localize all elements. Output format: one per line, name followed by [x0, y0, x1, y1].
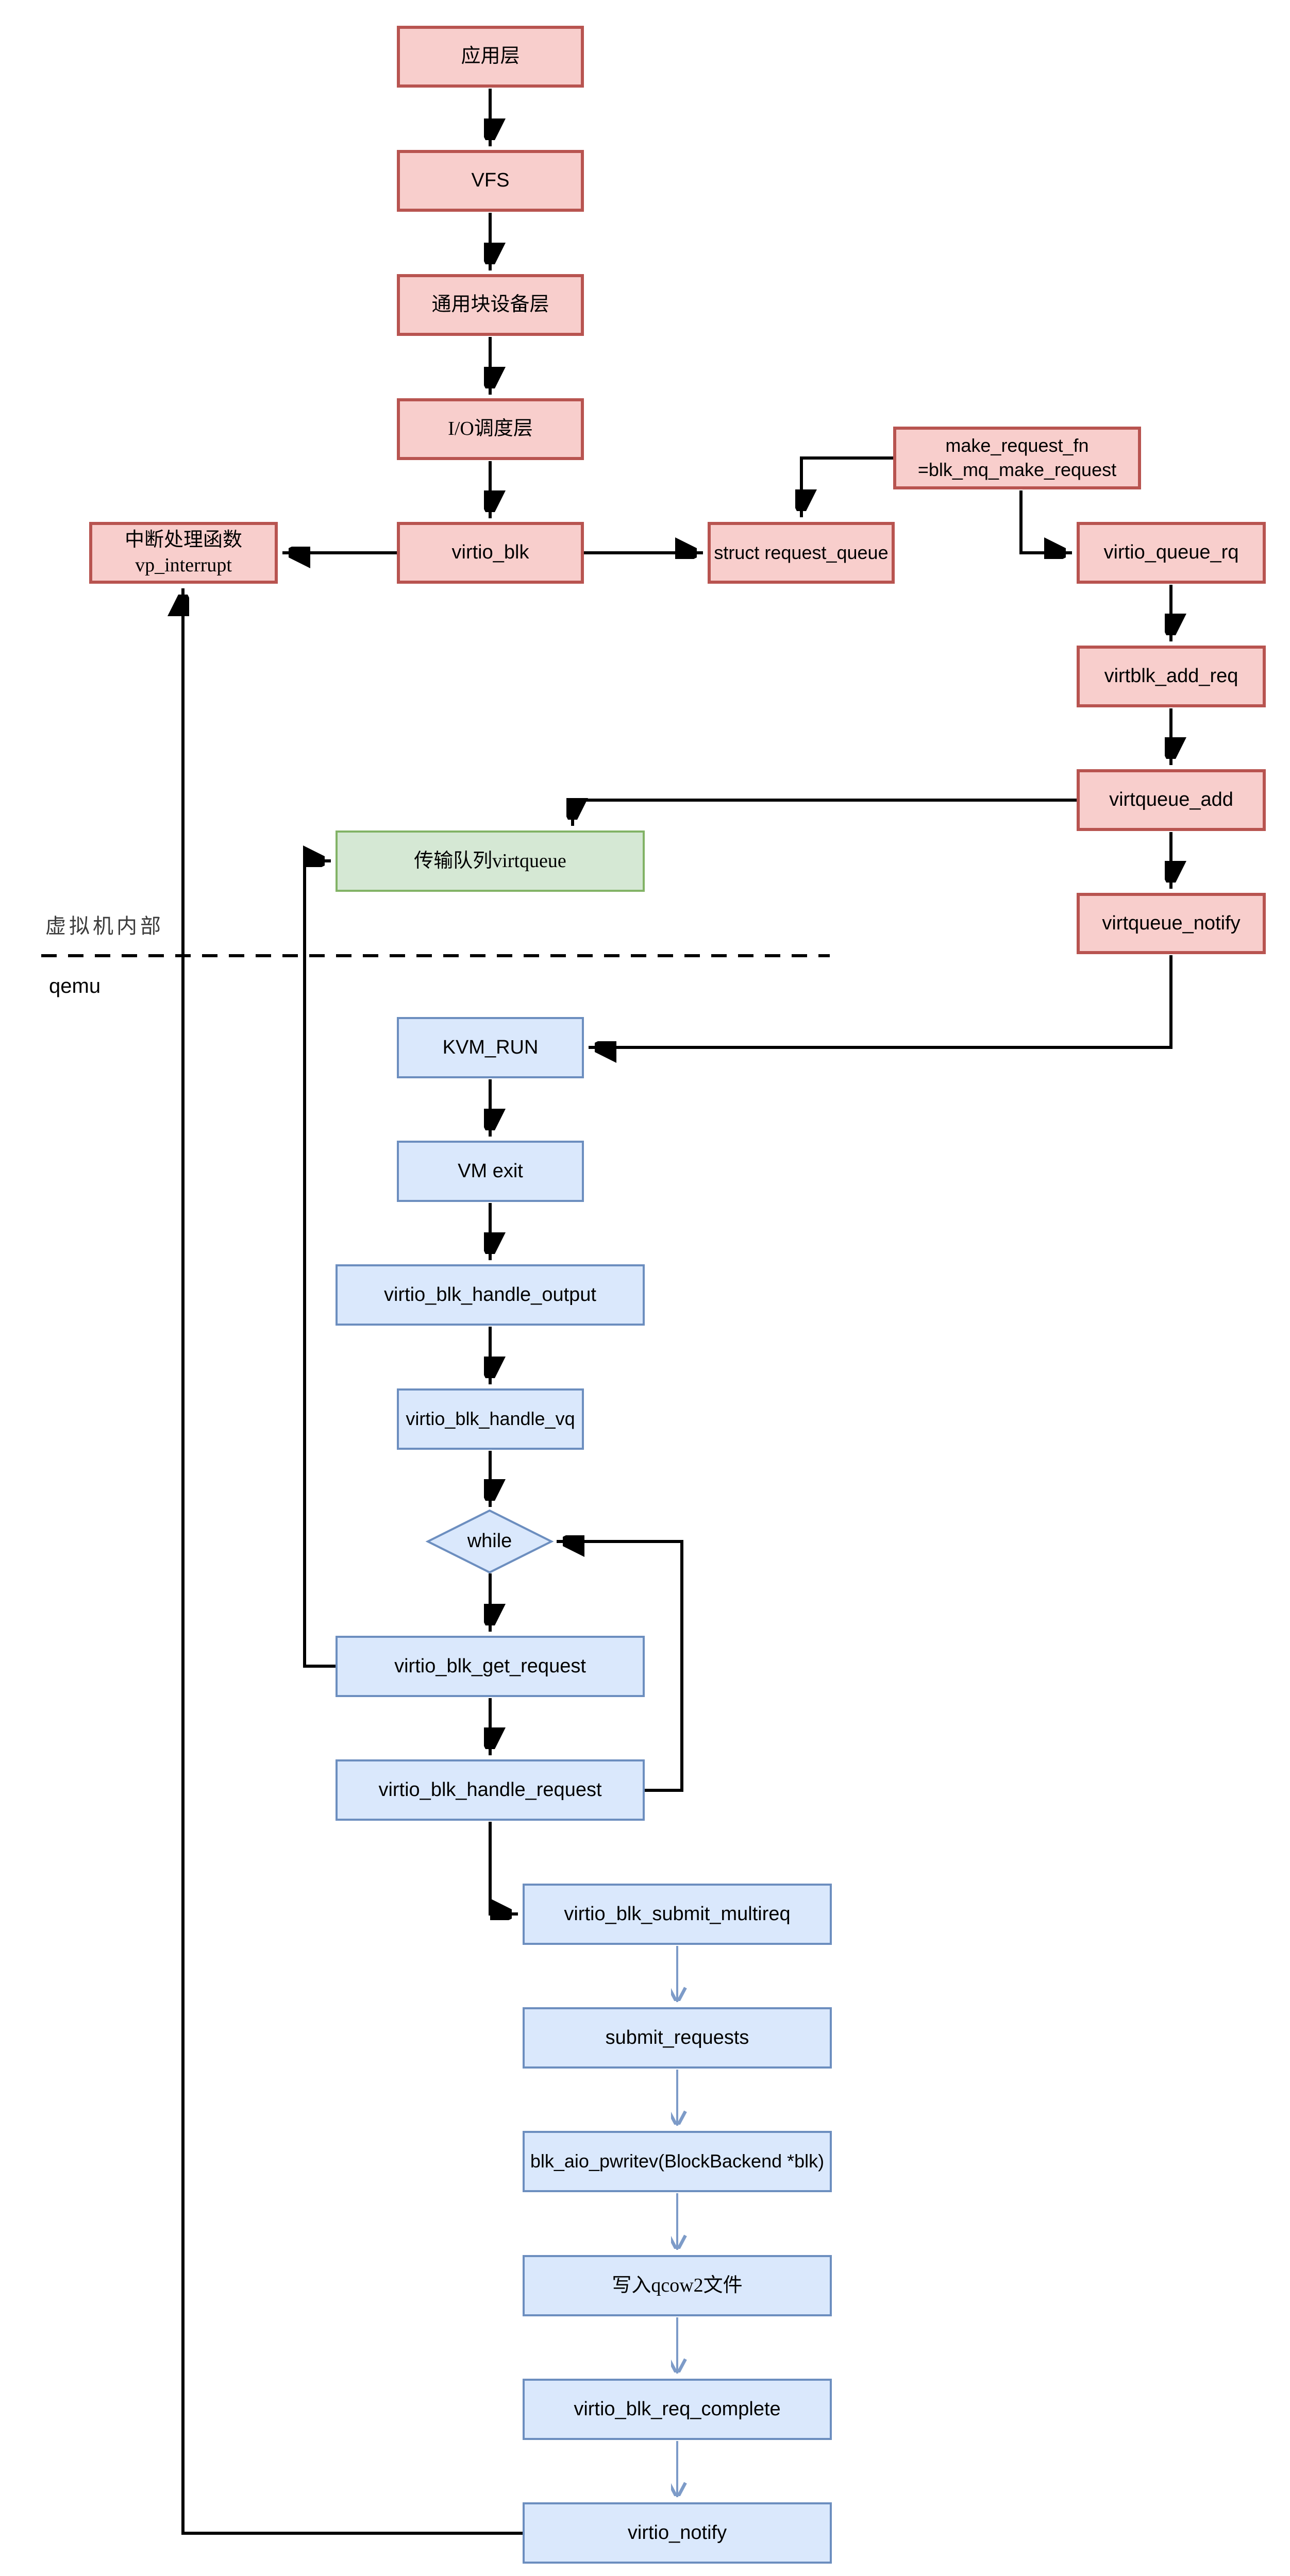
node-virtio-blk: virtio_blk [397, 522, 584, 584]
node-submit-requests: submit_requests [523, 2007, 832, 2069]
node-virtblk-add-req: virtblk_add_req [1077, 646, 1266, 707]
node-vp-interrupt: 中断处理函数 vp_interrupt [89, 522, 278, 584]
node-virtio-queue-rq: virtio_queue_rq [1077, 522, 1266, 584]
edge-virtqueuenotify-kvmrun [589, 955, 1172, 1047]
node-generic-block-layer: 通用块设备层 [397, 274, 584, 336]
node-io-scheduler-layer: I/O调度层 [397, 398, 584, 460]
qemu-region-label: qemu [49, 975, 101, 997]
node-virtio-notify: virtio_notify [523, 2502, 832, 2564]
node-virtqueue: 传输队列virtqueue [336, 831, 645, 892]
node-while-label: while [467, 1530, 512, 1552]
edge-virtionotify-vpinterrupt [183, 588, 523, 2535]
node-virtio-blk-req-complete: virtio_blk_req_complete [523, 2379, 832, 2440]
node-blk-aio-pwritev: blk_aio_pwritev(BlockBackend *blk) [523, 2131, 832, 2192]
edge-handlerequest-submitmultireq [489, 1822, 518, 1914]
node-virtio-blk-get-request: virtio_blk_get_request [336, 1636, 645, 1697]
node-virtqueue-add: virtqueue_add [1077, 769, 1266, 831]
edge-virtqueueadd-virtqueue [573, 800, 1077, 826]
node-vm-exit: VM exit [397, 1141, 584, 1202]
edge-makerequestfn-virtioqueuerq [1019, 490, 1072, 553]
node-vfs: VFS [397, 150, 584, 212]
while-diamond-shape [425, 1509, 554, 1574]
node-virtqueue-notify: virtqueue_notify [1077, 893, 1266, 954]
node-virtio-blk-handle-output: virtio_blk_handle_output [336, 1264, 645, 1326]
node-write-qcow2: 写入qcow2文件 [523, 2255, 832, 2316]
node-make-request-fn: make_request_fn =blk_mq_make_request [893, 427, 1141, 489]
guest-region-label: 虚拟机内部 [45, 914, 164, 938]
black-arrows [183, 89, 1172, 2535]
edge-handlerequest-while-loop [557, 1541, 683, 1792]
node-virtio-blk-handle-request: virtio_blk_handle_request [336, 1759, 645, 1821]
node-kvm-run: KVM_RUN [397, 1017, 584, 1078]
node-virtio-blk-submit-multireq: virtio_blk_submit_multireq [523, 1884, 832, 1945]
node-virtio-blk-handle-vq: virtio_blk_handle_vq [397, 1388, 584, 1450]
edge-getrequest-virtqueue [303, 861, 336, 1668]
node-struct-request-queue: struct request_queue [708, 522, 895, 584]
edge-makerequestfn-requestqueue [801, 456, 893, 517]
node-app-layer: 应用层 [397, 26, 584, 88]
